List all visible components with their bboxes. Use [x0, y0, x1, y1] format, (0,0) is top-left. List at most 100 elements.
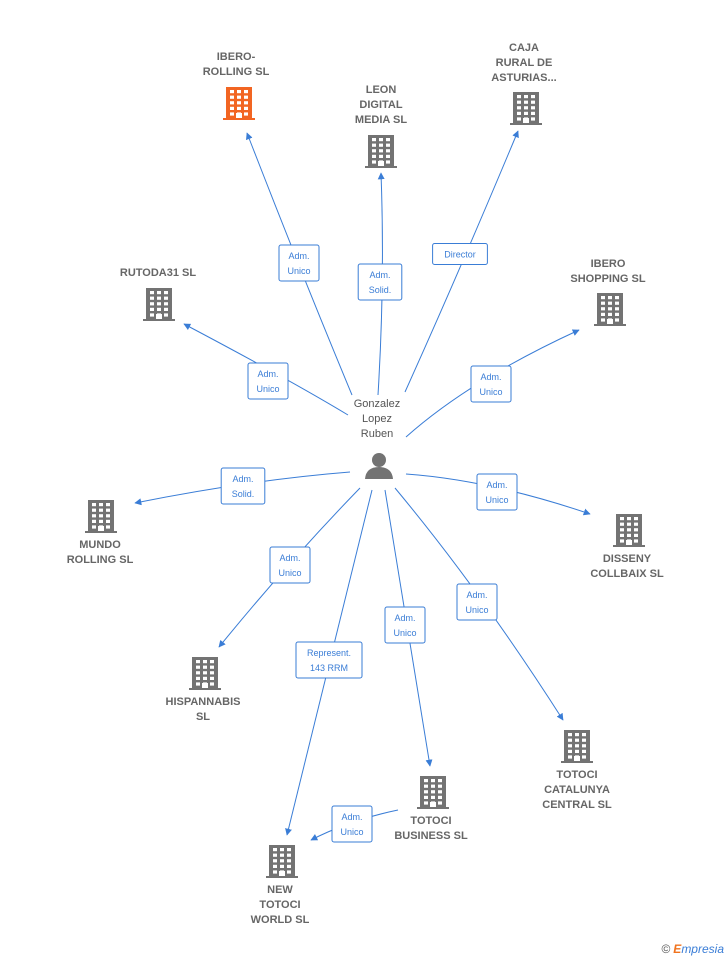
company-label-line: IBERO-: [217, 51, 256, 63]
relation-label-ibero-rolling[interactable]: Adm. Unico: [278, 244, 320, 282]
relation-label-text: Unico: [278, 568, 301, 578]
person-label-line: Lopez: [362, 413, 392, 425]
building-icon: [561, 730, 593, 763]
company-label-line: MUNDO: [79, 539, 121, 551]
person-icon: [365, 453, 393, 479]
relation-label-totoci-catalunya-central[interactable]: Adm. Unico: [456, 583, 498, 621]
company-node-mundo-rolling[interactable]: MUNDO ROLLING SL: [67, 500, 134, 566]
company-label-line: NEW: [267, 884, 293, 896]
company-node-rutoda31[interactable]: RUTODA31 SL: [120, 267, 196, 321]
relation-label-text: Solid.: [369, 285, 392, 295]
company-node-totoci-catalunya-central[interactable]: TOTOCI CATALUNYA CENTRAL SL: [542, 730, 612, 811]
company-label-line: DIGITAL: [359, 99, 402, 111]
relation-label-text: Unico: [393, 628, 416, 638]
company-node-hispannabis[interactable]: HISPANNABIS SL: [166, 657, 241, 723]
building-icon: [365, 135, 397, 168]
company-label-line: TOTOCI: [259, 899, 300, 911]
company-label-line: LEON: [366, 84, 397, 96]
relation-label-text: Unico: [287, 266, 310, 276]
edges-layer: [134, 130, 591, 841]
relation-label-text: Solid.: [232, 489, 255, 499]
relation-label-text: Adm.: [257, 369, 278, 379]
company-node-disseny-collbaix[interactable]: DISSENY COLLBAIX SL: [590, 514, 664, 580]
relation-label-box: [295, 641, 363, 679]
building-icon: [223, 87, 255, 120]
relation-label-box: [470, 365, 512, 403]
building-icon: [613, 514, 645, 547]
relation-label-leon-digital-media[interactable]: Adm. Solid.: [357, 263, 403, 301]
relation-label-text: Adm.: [486, 480, 507, 490]
relation-label-totoci-business[interactable]: Adm. Unico: [384, 606, 426, 644]
relation-label-box: [278, 244, 320, 282]
company-label-line: ROLLING SL: [67, 554, 134, 566]
relation-label-text: Adm.: [279, 553, 300, 563]
brand-initial: E: [673, 942, 682, 956]
relation-label-rutoda31[interactable]: Adm. Unico: [247, 362, 289, 400]
relation-label-text: Adm.: [369, 270, 390, 280]
relation-label-text: Unico: [340, 827, 363, 837]
relation-label-new-totoci-world[interactable]: Adm.Unico: [331, 805, 373, 843]
company-label-line: WORLD SL: [251, 914, 310, 926]
company-label-line: CENTRAL SL: [542, 799, 612, 811]
copyright-symbol: ©: [661, 942, 671, 956]
relation-label-ibero-shopping[interactable]: Adm. Unico: [470, 365, 512, 403]
relation-label-text: Unico: [256, 384, 279, 394]
company-label-line: CAJA: [509, 42, 539, 54]
relation-label-text: Unico: [479, 387, 502, 397]
person-label-line: Gonzalez: [354, 398, 400, 410]
relation-label-text: Adm.: [288, 251, 309, 261]
relation-label-text: Represent.: [307, 648, 351, 658]
relation-label-box: [331, 805, 373, 843]
edge-center-to-caja-rural-asturias: [404, 130, 519, 393]
empresia-watermark: ©Empresia: [661, 942, 724, 956]
relation-label-text: Unico: [465, 605, 488, 615]
company-label-line: TOTOCI: [556, 769, 597, 781]
relation-label-hispannabis[interactable]: Adm. Unico: [269, 546, 311, 584]
relation-label-disseny-collbaix[interactable]: Adm. Unico: [476, 473, 518, 511]
building-icon: [85, 500, 117, 533]
company-label-line: CATALUNYA: [544, 784, 610, 796]
company-node-leon-digital-media[interactable]: LEON DIGITAL MEDIA SL: [355, 84, 407, 168]
building-icon: [417, 776, 449, 809]
company-label-line: ASTURIAS...: [491, 72, 556, 84]
relation-label-box: [247, 362, 289, 400]
company-label-line: BUSINESS SL: [394, 830, 468, 842]
company-node-new-totoci-world[interactable]: NEW TOTOCI WORLD SL: [251, 845, 310, 926]
company-label-line: SL: [196, 711, 210, 723]
company-label-line: RURAL DE: [496, 57, 553, 69]
company-label-line: ROLLING SL: [203, 66, 270, 78]
relation-label-box: [357, 263, 403, 301]
relation-label-text: Adm.: [466, 590, 487, 600]
relation-label-text: Adm.: [394, 613, 415, 623]
company-label-line: HISPANNABIS: [166, 696, 241, 708]
building-icon: [266, 845, 298, 878]
relation-label-text: Adm.: [480, 372, 501, 382]
company-node-totoci-business[interactable]: TOTOCI BUSINESS SL: [394, 776, 468, 842]
relation-label-box: [456, 583, 498, 621]
company-label-line: TOTOCI: [410, 815, 451, 827]
relation-label-text: Unico: [485, 495, 508, 505]
relation-label-mundo-rolling[interactable]: Adm.Solid.: [220, 467, 266, 505]
relation-label-box: [269, 546, 311, 584]
company-label-line: MEDIA SL: [355, 114, 407, 126]
brand-name: mpresia: [681, 942, 724, 956]
relation-label-text: Director: [444, 250, 476, 260]
company-node-caja-rural-asturias[interactable]: CAJA RURAL DE ASTURIAS...: [491, 42, 557, 125]
company-node-ibero-rolling[interactable]: IBERO- ROLLING SL: [203, 51, 270, 120]
person-label-line: Ruben: [361, 428, 393, 440]
relation-label-box: [476, 473, 518, 511]
relation-label-text: 143 RRM: [310, 663, 348, 673]
company-label-line: DISSENY: [603, 553, 652, 565]
building-icon: [510, 92, 542, 125]
building-icon: [594, 293, 626, 326]
relation-label-box: [220, 467, 266, 505]
company-label-line: SHOPPING SL: [570, 273, 645, 285]
relation-label-caja-rural-asturias[interactable]: Director: [432, 243, 488, 265]
company-label-line: COLLBAIX SL: [590, 568, 664, 580]
relation-label-new-totoci-world[interactable]: Represent. 143 RRM: [295, 641, 363, 679]
